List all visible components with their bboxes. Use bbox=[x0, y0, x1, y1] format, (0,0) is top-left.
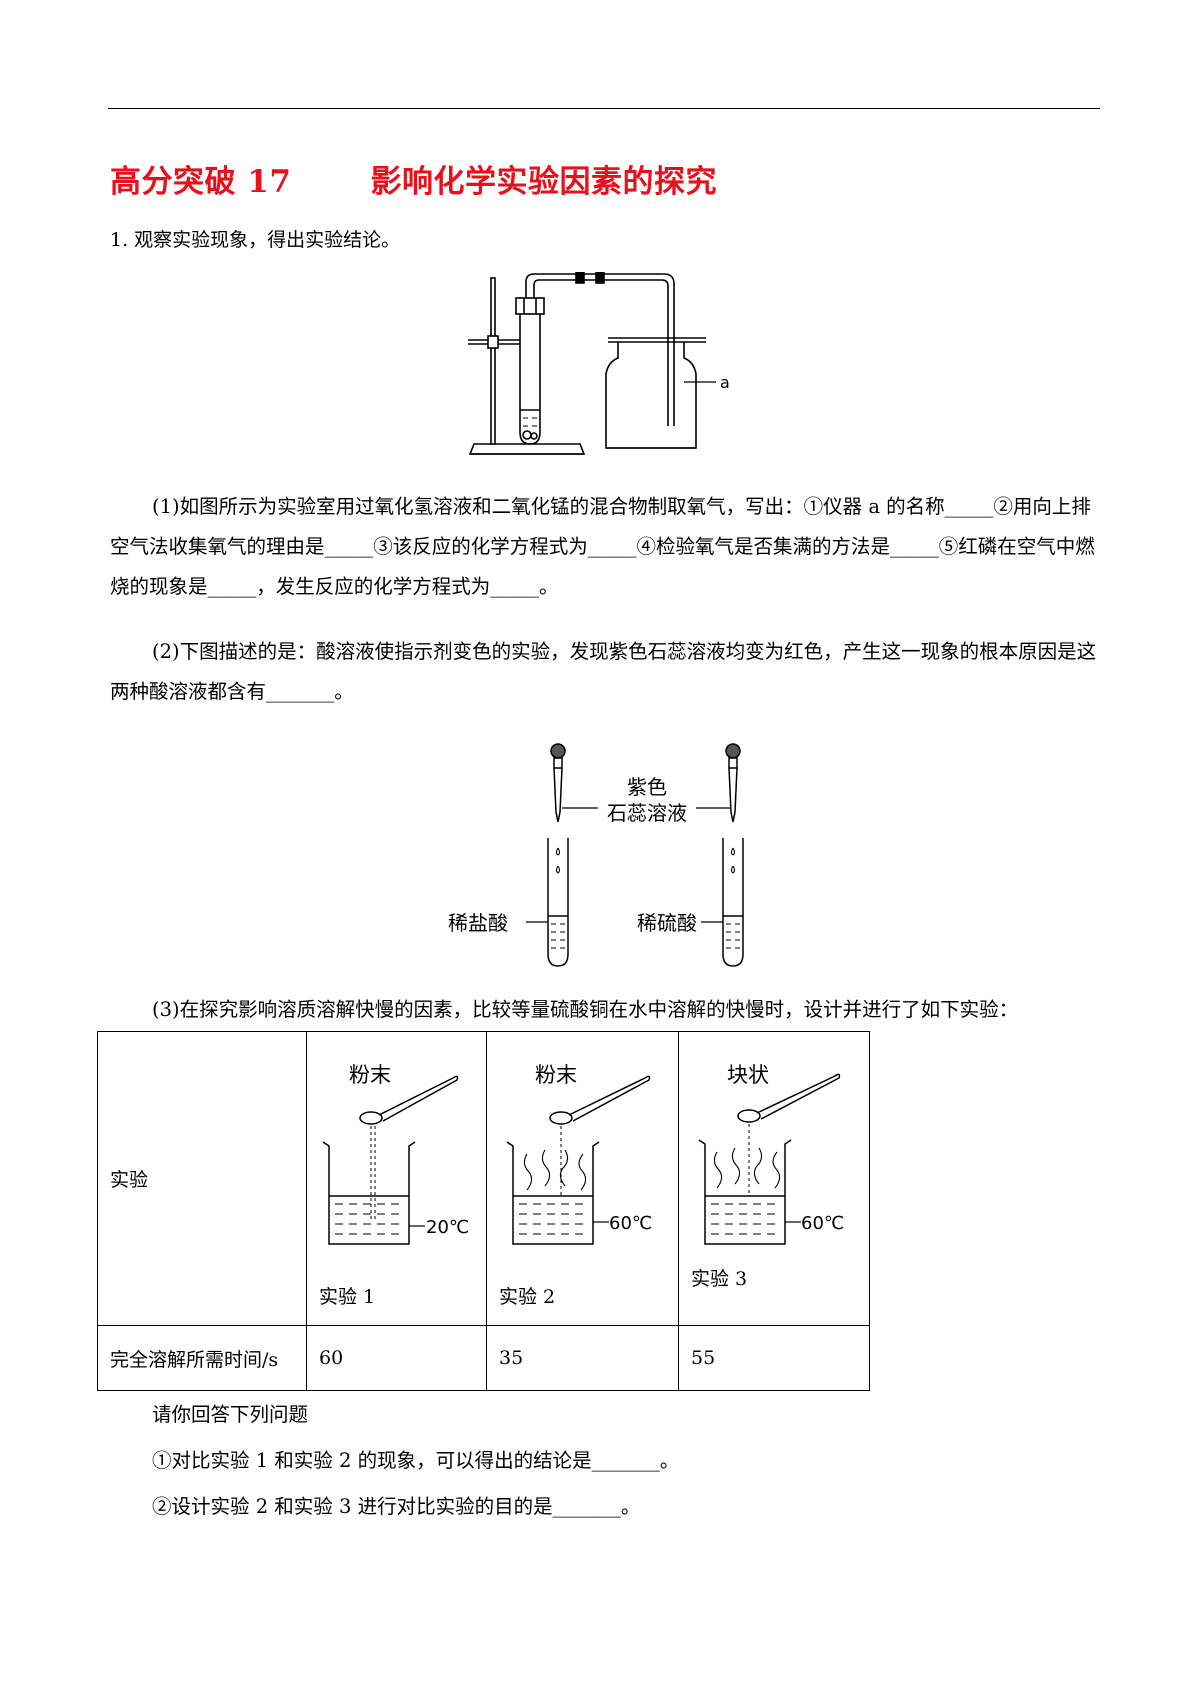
experiment-2-time: 35 bbox=[486, 1325, 679, 1391]
sub-question-1: ①对比实验 1 和实验 2 的现象，可以得出的结论是_______。 bbox=[152, 1449, 680, 1472]
table-row-label: 完全溶解所需时间/s bbox=[97, 1325, 307, 1391]
dilute-h2so4-label: 稀硫酸 bbox=[637, 911, 697, 935]
experiment-3-caption: 实验 3 bbox=[691, 1268, 748, 1290]
experiment-2-temp: 60℃ bbox=[609, 1213, 652, 1234]
litmus-test-figure: 紫色 石蕊溶液 稀盐酸 稀硫酸 bbox=[448, 742, 778, 974]
header-rule bbox=[108, 108, 1100, 109]
oxygen-apparatus-figure: a bbox=[468, 271, 750, 464]
experiment-1-cell: 粉末 20℃ 实验 1 bbox=[306, 1031, 487, 1326]
litmus-label-line1: 紫色 bbox=[627, 775, 667, 799]
experiment-2-drawing: 粉末 60℃ bbox=[506, 1063, 652, 1245]
sub-question-2: ②设计实验 2 和实验 3 进行对比实验的目的是_______。 bbox=[152, 1495, 641, 1518]
experiment-1-solid: 粉末 bbox=[349, 1063, 391, 1087]
oxygen-apparatus-drawing: a bbox=[468, 271, 730, 455]
experiment-1-time: 60 bbox=[306, 1325, 487, 1391]
table-row-label: 实验 bbox=[97, 1031, 307, 1326]
experiment-2-caption: 实验 2 bbox=[499, 1286, 556, 1308]
part3-text: (3)在探究影响溶质溶解快慢的因素，比较等量硫酸铜在水中溶解的快慢时，设计并进行… bbox=[152, 998, 1019, 1021]
page-title: 高分突破 17 影响化学实验因素的探究 bbox=[110, 164, 717, 200]
experiment-2-cell: 粉末 60℃ 实验 2 bbox=[486, 1031, 679, 1326]
table-row: 完全溶解所需时间/s 60 35 55 bbox=[97, 1325, 870, 1391]
experiment-1-temp: 20℃ bbox=[426, 1217, 469, 1238]
experiment-table: 实验 粉末 20℃ 实验 1 bbox=[97, 1031, 870, 1391]
experiment-3-cell: 块状 60℃ 实验 3 bbox=[678, 1031, 870, 1326]
experiment-3-time: 55 bbox=[678, 1325, 870, 1391]
answer-prompt: 请你回答下列问题 bbox=[152, 1403, 309, 1426]
litmus-label-line2: 石蕊溶液 bbox=[607, 801, 687, 825]
experiment-2-solid: 粉末 bbox=[535, 1063, 577, 1087]
experiment-1-caption: 实验 1 bbox=[319, 1286, 376, 1308]
part1-text: (1)如图所示为实验室用过氧化氢溶液和二氧化锰的混合物制取氧气，写出：①仪器 a… bbox=[110, 495, 1095, 598]
experiment-3-solid: 块状 bbox=[727, 1063, 769, 1087]
experiment-3-temp: 60℃ bbox=[801, 1213, 844, 1234]
experiment-3-drawing: 块状 60℃ bbox=[698, 1063, 844, 1245]
table-row: 实验 粉末 20℃ 实验 1 bbox=[97, 1031, 870, 1326]
dilute-hcl-label: 稀盐酸 bbox=[448, 911, 508, 935]
litmus-test-drawing: 紫色 石蕊溶液 稀盐酸 稀硫酸 bbox=[448, 743, 744, 967]
instrument-a-label: a bbox=[720, 373, 730, 392]
experiment-1-drawing: 粉末 20℃ bbox=[322, 1063, 469, 1245]
question-heading: 1. 观察实验现象，得出实验结论。 bbox=[110, 229, 401, 251]
part2-text: (2)下图描述的是：酸溶液使指示剂变色的实验，发现紫色石蕊溶液均变为红色，产生这… bbox=[110, 640, 1097, 703]
